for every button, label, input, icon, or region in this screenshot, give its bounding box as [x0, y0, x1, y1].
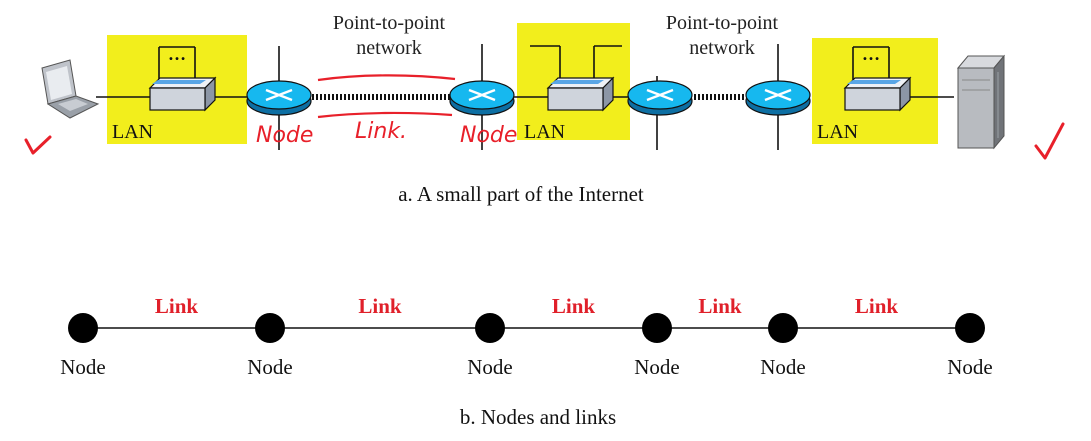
switch-icon — [546, 76, 615, 112]
node-label: Node — [634, 355, 680, 379]
internet-diagram: … … — [24, 12, 1065, 206]
lan-label-2: LAN — [524, 121, 565, 143]
switch-ports-3: … — [862, 44, 880, 64]
caption-a: a. A small part of the Internet — [398, 182, 644, 206]
lan-label-3: LAN — [817, 121, 858, 143]
p2p-label-2-line2: network — [689, 37, 755, 59]
link-label: Link — [855, 294, 899, 318]
node-label: Node — [760, 355, 806, 379]
link-label: Link — [552, 294, 596, 318]
switch-ports-1: … — [168, 44, 186, 64]
node-dot — [642, 313, 672, 343]
annotation-node-1: Node — [256, 123, 313, 148]
p2p-label-1-line1: Point-to-point — [333, 12, 446, 34]
server-icon — [956, 54, 1006, 150]
laptop-icon — [41, 59, 100, 119]
node-dot — [768, 313, 798, 343]
link-label: Link — [698, 294, 742, 318]
link-label: Link — [155, 294, 199, 318]
node-dot — [955, 313, 985, 343]
switch-icon — [148, 76, 217, 112]
node-dot — [68, 313, 98, 343]
p2p-label-2-line1: Point-to-point — [666, 12, 779, 34]
handwritten-annotations: Node Link. Node — [24, 74, 1065, 160]
checkmark-icon — [24, 135, 52, 155]
annotation-link: Link. — [355, 119, 407, 144]
router-icon — [745, 80, 811, 116]
router-icon — [627, 80, 693, 116]
node-dot — [475, 313, 505, 343]
link-label: Link — [358, 294, 402, 318]
node-label: Node — [247, 355, 293, 379]
lan-label-1: LAN — [112, 121, 153, 143]
node-dot — [255, 313, 285, 343]
node-label: Node — [467, 355, 513, 379]
annotation-node-2: Node — [460, 123, 517, 148]
checkmark-icon — [1034, 122, 1065, 160]
node-label: Node — [60, 355, 106, 379]
caption-b: b. Nodes and links — [460, 405, 616, 429]
router-icon — [246, 80, 312, 116]
switch-icon — [843, 76, 912, 112]
node-label: Node — [947, 355, 993, 379]
router-icon — [449, 80, 515, 116]
p2p-label-1-line2: network — [356, 37, 422, 59]
